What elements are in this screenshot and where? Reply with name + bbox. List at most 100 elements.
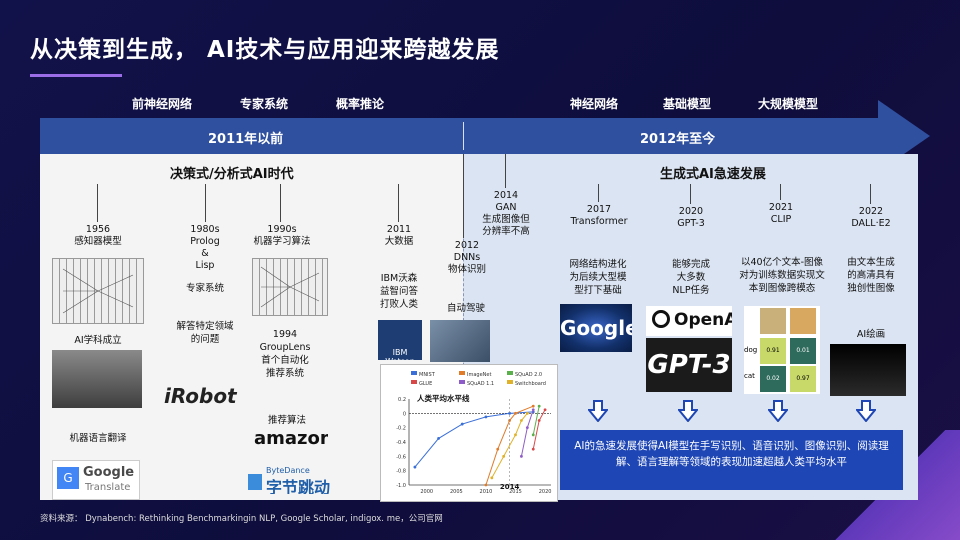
series-line — [414, 411, 534, 468]
note-grouplens: 1994 GroupLens 首个自动化 推荐系统 — [259, 329, 311, 379]
legend-swatch — [507, 371, 513, 375]
connector-line — [205, 184, 206, 222]
legend-swatch — [459, 380, 465, 384]
era-label-expert-system: 专家系统 — [240, 97, 289, 111]
note-transformer: 网络结构进化 为后续大型模 型打下基础 — [569, 259, 627, 296]
legend-swatch — [411, 380, 417, 384]
connector-line — [280, 184, 281, 222]
data-point — [525, 426, 529, 430]
data-point — [413, 465, 417, 469]
event-2012: 2012 DNNs 物体识别 — [447, 240, 486, 275]
data-point — [514, 411, 517, 415]
ml-network-icon — [260, 266, 320, 308]
legend-label: GLUE — [419, 381, 432, 387]
down-arrow-icon — [588, 400, 608, 422]
dartmouth-photo — [52, 350, 142, 408]
legend-label: MNIST — [419, 372, 436, 378]
connector-line — [463, 154, 464, 238]
data-point — [496, 447, 500, 451]
right-section-heading: 生成式AI急速发展 — [660, 167, 766, 182]
data-point — [537, 404, 541, 408]
data-point — [525, 411, 529, 415]
band-label-since-2012: 2012年至今 — [640, 132, 716, 147]
openai-icon — [652, 310, 670, 328]
data-point — [520, 454, 523, 458]
timeline-divider — [463, 122, 464, 150]
connector-line — [780, 184, 781, 200]
event-2021: 2021 CLIP — [768, 202, 794, 225]
series-line — [532, 406, 540, 435]
event-1956: 1956 感知器模型 — [74, 224, 122, 247]
data-point — [508, 411, 511, 415]
note-recommendation-algorithm: 推荐算法 — [267, 415, 306, 426]
event-1990s: 1990s 机器学习算法 — [253, 224, 311, 247]
legend-label: SQuAD 2.0 — [515, 372, 542, 378]
ibm-watson-image: IBM Watson — [378, 320, 422, 360]
neural-net-icon — [62, 268, 134, 314]
openai-wordmark: OpenAI — [674, 310, 732, 330]
self-driving-car-image — [430, 320, 490, 362]
y-tick-label: -1.0 — [396, 483, 406, 489]
data-point — [543, 408, 547, 412]
amazon-logo: amazon — [254, 428, 328, 449]
bytedance-logo: ByteDance 字节跳动 — [246, 466, 342, 494]
x-tick-label: 2020 — [539, 489, 552, 495]
note-ai-painting: AI绘画 — [856, 329, 886, 340]
chart-title: 人类平均水平线 — [417, 393, 470, 403]
clip-label-dog: dog — [744, 346, 758, 354]
clip-cell: 0.91 — [760, 338, 786, 364]
ibm-watson-label: IBM Watson — [385, 348, 415, 360]
translate-word: Translate — [85, 482, 131, 493]
clip-cell: 0.02 — [760, 366, 786, 392]
note-expert-system: 专家系统 — [185, 283, 224, 294]
year-2014-label: 2014 — [500, 483, 520, 491]
data-point — [514, 433, 517, 437]
gpt3-image: GPT-3 — [646, 338, 732, 392]
openai-logo: OpenAI — [646, 306, 732, 336]
perceptron-diagram-image — [52, 258, 144, 324]
note-clip: 以40亿个文本-图像 对为训练数据实现文 本到图像跨模态 — [739, 257, 825, 294]
down-arrow-icon — [678, 400, 698, 422]
y-tick-label: 0.2 — [398, 397, 406, 403]
y-tick-label: -0.8 — [396, 469, 406, 475]
data-point — [484, 483, 488, 487]
x-tick-label: 2015 — [509, 489, 522, 495]
series-line — [532, 409, 546, 450]
source-citation: 资料来源： Dynabench: Rethinking Benchmarking… — [40, 514, 443, 524]
note-self-driving: 自动驾驶 — [446, 303, 485, 314]
data-point — [502, 454, 506, 458]
era-label-pre-nn: 前神经网络 — [132, 97, 193, 111]
y-tick-label: -0.2 — [396, 426, 406, 432]
era-label-neural-network: 神经网络 — [570, 97, 619, 111]
note-ai-founded: AI学科成立 — [74, 335, 122, 346]
era-label-large-model: 大规模模型 — [758, 97, 819, 111]
data-point — [484, 415, 488, 419]
connector-line — [870, 184, 871, 204]
google-brain-image: Google — [560, 304, 632, 352]
event-2020: 2020 GPT-3 — [677, 206, 705, 229]
info-summary-box: AI的急速发展使得AI模型在手写识别、语音识别、图像识别、阅读理解、语言理解等领… — [560, 430, 903, 490]
timeline-arrow-band — [40, 118, 878, 154]
x-tick-label: 2005 — [450, 489, 463, 495]
data-point — [531, 404, 535, 408]
clip-cell: 0.01 — [790, 338, 816, 364]
data-point — [537, 419, 541, 422]
down-arrow-icon — [768, 400, 788, 422]
legend-swatch — [411, 371, 417, 375]
data-point — [460, 422, 464, 426]
clip-image: dog cat 0.91 0.01 0.02 0.97 — [744, 306, 820, 394]
connector-line — [690, 184, 691, 204]
clip-label-cat: cat — [744, 372, 755, 380]
legend-label: SQuAD 1.1 — [467, 381, 494, 387]
note-dalle: 由文本生成 的高清具有 独创性图像 — [847, 257, 895, 294]
note-ibm-watson: IBM沃森 益智问答 打败人类 — [379, 273, 418, 310]
era-label-foundation-model: 基础模型 — [663, 97, 712, 111]
y-tick-label: 0 — [403, 411, 406, 417]
clip-cell: 0.97 — [790, 366, 816, 392]
data-point — [531, 433, 535, 437]
connector-line — [505, 154, 506, 188]
left-section-heading: 决策式/分析式AI时代 — [170, 167, 294, 182]
note-solve-domain: 解答特定领域 的问题 — [176, 321, 234, 345]
